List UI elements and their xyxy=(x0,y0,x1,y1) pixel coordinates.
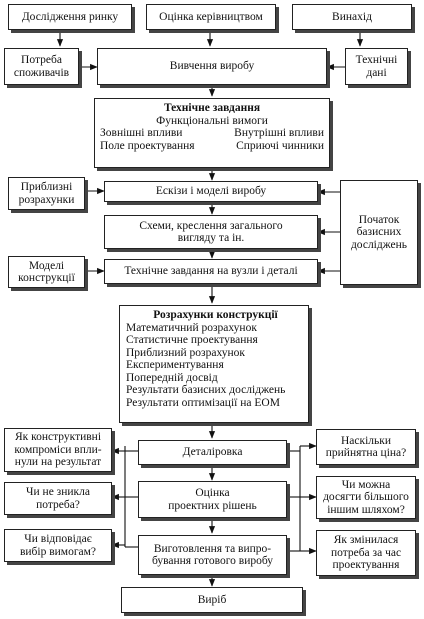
technical-task-box: Технічне завдання Функціональні вимоги З… xyxy=(94,98,330,168)
product-study-label: Вивчення виробу xyxy=(169,60,255,73)
consumer-need-line-1: Потреба xyxy=(21,54,62,66)
compromise-line-3: нули на результат xyxy=(14,456,102,469)
need-changed-line-3: проектування xyxy=(332,559,400,572)
calc-item-optimization: Результати оптимізації на ЕОМ xyxy=(126,396,280,409)
technical-data-line-2: дані xyxy=(366,66,387,79)
management-evaluation-label: Оцінка керівництвом xyxy=(159,10,263,23)
consumer-need-box: Потреба споживачів xyxy=(4,48,79,85)
calc-item-experiment: Експериментування xyxy=(126,359,224,371)
technical-task-subtitle: Функціональні вимоги xyxy=(156,114,268,127)
compromise-question-box: Як конструктивні компроміси впли- нули н… xyxy=(4,428,112,472)
calc-item-experience: Попередній досвід xyxy=(126,371,218,384)
evaluation-line-1: Оцінка xyxy=(195,487,230,499)
schemes-line-1: Схеми, креслення загального xyxy=(139,219,283,232)
calc-item-statistical: Статистичне проектування xyxy=(126,334,258,346)
construction-calc-box: Розрахунки конструкції Математичний розр… xyxy=(119,305,309,423)
need-changed-question-box: Як змінилася потреба за час проектування xyxy=(316,530,416,576)
approx-calc-box: Приблизні розрахунки xyxy=(8,177,85,210)
models-line-2: конструкції xyxy=(18,272,75,284)
requirements-line-1: Чи відповідає xyxy=(24,533,92,545)
calc-item-basic-results: Результати базисних досліджень xyxy=(126,384,286,396)
need-changed-line-1: Як змінилася xyxy=(333,534,399,547)
technical-task-row-2: Поле проектування Сприючі чинники xyxy=(98,140,326,153)
need-gone-question-box: Чи не зникла потреба? xyxy=(4,482,112,515)
technical-task-row-1: Зовнішні впливи Внутрішні впливи xyxy=(98,127,326,140)
requirements-question-box: Чи відповідає вибір вимогам? xyxy=(4,529,112,562)
need-gone-line-2: потреба? xyxy=(36,498,80,511)
requirements-line-2: вибір вимогам? xyxy=(19,545,97,558)
construction-calc-title: Розрахунки конструкції xyxy=(153,309,278,321)
technical-data-line-1: Технічні xyxy=(355,54,398,66)
manufacturing-line-1: Виготовлення та випро- xyxy=(153,542,272,555)
price-line-2: прийнятна ціна? xyxy=(325,447,407,459)
product-box: Виріб xyxy=(121,587,303,613)
manufacturing-line-2: бування готового виробу xyxy=(151,555,274,567)
design-field: Поле проектування xyxy=(100,139,195,152)
need-changed-line-2: потреба за час xyxy=(330,546,402,559)
technical-task-title: Технічне завдання xyxy=(163,102,261,114)
models-line-1: Моделі xyxy=(28,259,65,272)
manufacturing-box: Виготовлення та випро- бування готового … xyxy=(138,535,287,575)
price-question-box: Наскільки прийнятна ціна? xyxy=(316,429,416,465)
evaluation-box: Оцінка проектних рішень xyxy=(138,481,287,518)
calc-item-math: Математичний розрахунок xyxy=(126,321,257,334)
schemes-line-2: вигляду та ін. xyxy=(177,232,245,244)
sketches-box: Ескізи і моделі виробу xyxy=(104,181,318,202)
models-box: Моделі конструкції xyxy=(8,256,85,288)
management-evaluation-box: Оцінка керівництвом xyxy=(146,4,276,30)
product-label: Виріб xyxy=(197,593,227,606)
calc-item-approx: Приблизний розрахунок xyxy=(126,346,245,359)
compromise-line-2: компроміси впли- xyxy=(14,443,102,456)
approx-calc-line-1: Приблизні xyxy=(20,181,73,193)
schemes-box: Схеми, креслення загального вигляду та і… xyxy=(104,215,318,249)
price-line-1: Наскільки xyxy=(340,434,392,447)
basic-research-line-3: досліджень xyxy=(350,238,408,251)
evaluation-line-2: проектних рішень xyxy=(168,499,257,512)
other-way-line-1: Чи можна xyxy=(341,478,391,491)
favorable-factors: Сприючі чинники xyxy=(236,139,324,152)
invention-label: Винахід xyxy=(332,10,372,23)
market-research-label: Дослідження ринку xyxy=(21,10,119,23)
invention-box: Винахід xyxy=(292,4,412,30)
tech-task-units-box: Технічне завдання на вузли і деталі xyxy=(104,259,318,284)
detailing-box: Деталіровка xyxy=(138,440,287,465)
detailing-label: Деталіровка xyxy=(182,446,243,459)
sketches-label: Ескізи і моделі виробу xyxy=(155,185,267,198)
basic-research-line-2: базисних xyxy=(356,226,402,239)
external-influences: Зовнішні впливи xyxy=(100,127,183,139)
other-way-line-3: іншим шляхом? xyxy=(327,503,405,516)
tech-task-units-label: Технічне завдання на вузли і деталі xyxy=(124,265,298,278)
internal-influences: Внутрішні впливи xyxy=(234,127,324,139)
other-way-line-2: досягти більшого xyxy=(323,491,409,504)
product-study-box: Вивчення виробу xyxy=(97,48,327,85)
approx-calc-line-2: розрахунки xyxy=(18,193,75,206)
technical-data-box: Технічні дані xyxy=(345,48,408,85)
other-way-question-box: Чи можна досягти більшого іншим шляхом? xyxy=(316,476,416,519)
market-research-box: Дослідження ринку xyxy=(8,4,132,30)
basic-research-box: Початок базисних досліджень xyxy=(340,180,418,285)
need-gone-line-1: Чи не зникла xyxy=(26,486,90,498)
basic-research-line-1: Початок xyxy=(358,213,400,226)
compromise-line-1: Як конструктивні xyxy=(14,431,102,444)
consumer-need-line-2: споживачів xyxy=(13,66,70,79)
